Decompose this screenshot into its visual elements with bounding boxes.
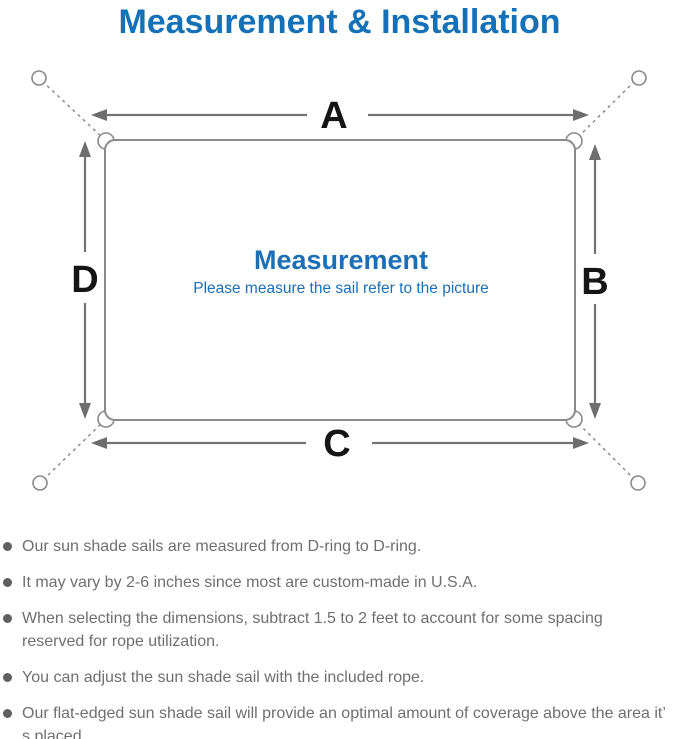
note-item: When selecting the dimensions, subtract … bbox=[3, 607, 669, 653]
arrow-b-down-head-icon bbox=[589, 403, 601, 419]
rope-bottom-right bbox=[576, 421, 636, 481]
bullet-icon bbox=[3, 578, 12, 587]
arrow-b-up-head-icon bbox=[589, 144, 601, 160]
anchor-ring-top-left-icon bbox=[31, 70, 47, 86]
anchor-ring-top-right-icon bbox=[631, 70, 647, 86]
diagram-subheading: Please measure the sail refer to the pic… bbox=[193, 280, 489, 297]
dim-label-b: B bbox=[581, 261, 608, 303]
note-item: Our sun shade sails are measured from D-… bbox=[3, 535, 669, 558]
anchor-rings bbox=[31, 70, 647, 491]
arrow-d-down-head-icon bbox=[79, 403, 91, 419]
dim-label-c: C bbox=[323, 423, 350, 465]
note-text: When selecting the dimensions, subtract … bbox=[22, 610, 603, 650]
page-title: Measurement & Installation bbox=[118, 3, 561, 41]
diagram-heading: Measurement bbox=[254, 245, 428, 275]
rope-top-right bbox=[576, 80, 636, 139]
note-text: It may vary by 2-6 inches since most are… bbox=[22, 574, 478, 591]
arrow-d-up-head-icon bbox=[79, 141, 91, 157]
dimension-arrow-a bbox=[91, 109, 589, 121]
note-item: It may vary by 2-6 inches since most are… bbox=[3, 571, 669, 594]
bullet-icon bbox=[3, 542, 12, 551]
anchor-ring-bottom-right-icon bbox=[630, 475, 646, 491]
sail-outline bbox=[104, 139, 576, 421]
arrow-a-left-head-icon bbox=[91, 109, 107, 121]
notes-list: Our sun shade sails are measured from D-… bbox=[0, 535, 673, 739]
bullet-icon bbox=[3, 614, 12, 623]
arrow-c-left-head-icon bbox=[91, 437, 107, 449]
note-item: You can adjust the sun shade sail with t… bbox=[3, 666, 669, 689]
arrow-c-right-head-icon bbox=[573, 437, 589, 449]
rope-top-left bbox=[41, 80, 104, 139]
note-text: Our sun shade sails are measured from D-… bbox=[22, 538, 422, 555]
note-item: Our flat-edged sun shade sail will provi… bbox=[3, 702, 669, 739]
bullet-icon bbox=[3, 673, 12, 682]
dim-label-a: A bbox=[320, 95, 347, 137]
measurement-diagram: A B C D Measurement Please measure the s… bbox=[31, 70, 647, 491]
note-text: You can adjust the sun shade sail with t… bbox=[22, 669, 425, 686]
arrow-a-right-head-icon bbox=[573, 109, 589, 121]
bullet-icon bbox=[3, 709, 12, 718]
note-text: Our flat-edged sun shade sail will provi… bbox=[22, 705, 666, 739]
anchor-ring-bottom-left-icon bbox=[32, 475, 48, 491]
dimension-arrow-c bbox=[91, 437, 589, 449]
dim-label-d: D bbox=[71, 259, 98, 301]
rope-bottom-left bbox=[42, 421, 104, 481]
dimension-arrow-d bbox=[79, 141, 91, 419]
dimension-arrow-b bbox=[589, 144, 601, 419]
